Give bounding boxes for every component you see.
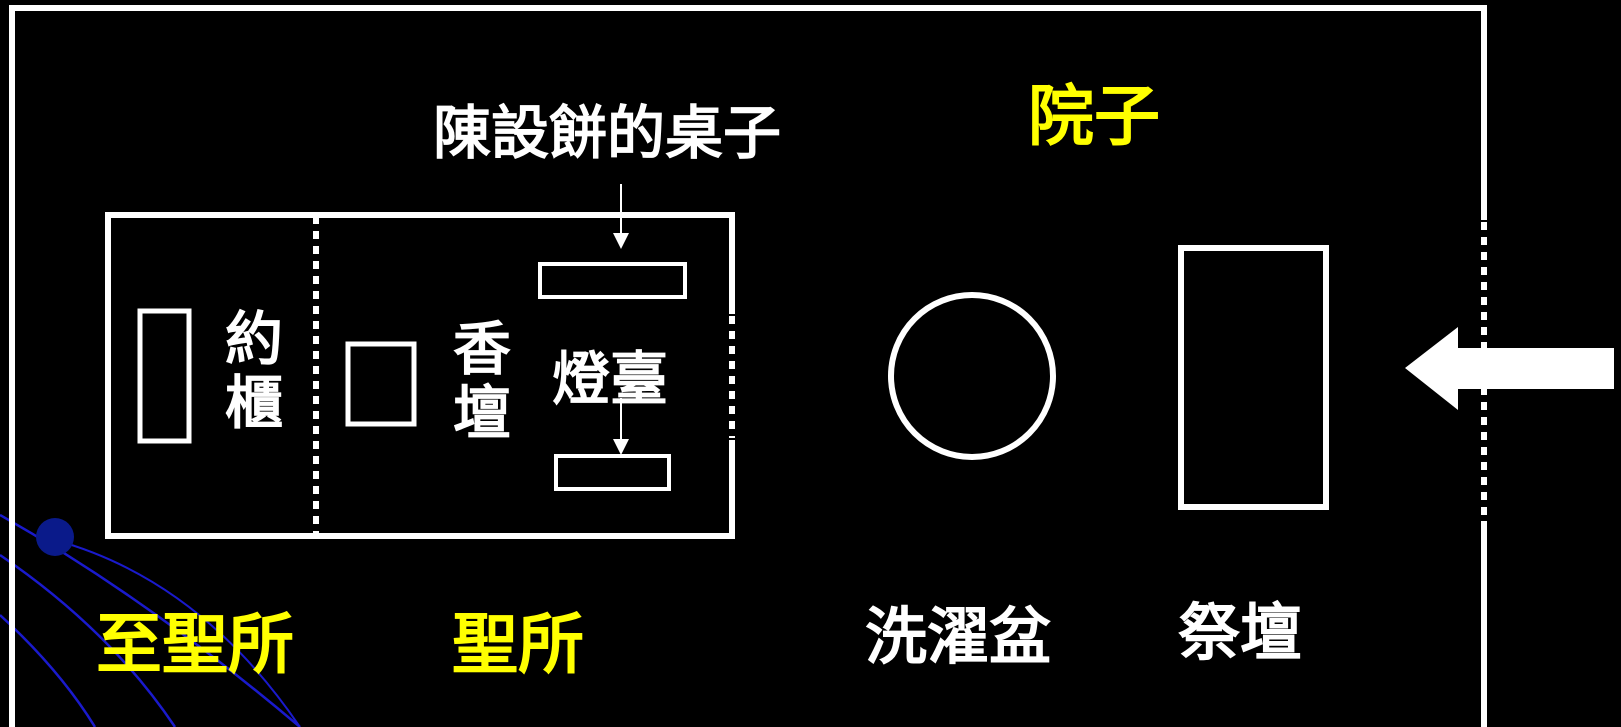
left-arrow-icon [1405, 327, 1614, 410]
tabernacle-wall [105, 212, 735, 539]
holy-place-label: 聖所 [452, 606, 584, 683]
courtyard-label: 院子 [1028, 78, 1160, 155]
pointer-arrow [613, 398, 629, 455]
laver-label: 洗濯盆 [865, 600, 1052, 673]
decorative-arc [54, 539, 301, 727]
tabernacle-building [105, 212, 735, 539]
courtyard-boundary [9, 5, 1487, 727]
table-of-showbread-label: 陳設餅的桌子 [433, 99, 782, 167]
showbread-table-shape [538, 262, 687, 299]
incense-altar-shape [345, 341, 417, 427]
ark-of-covenant-label: 約櫃 [215, 308, 283, 436]
laver-shape [888, 292, 1056, 460]
lampstand-shape [554, 454, 671, 491]
most-holy-place-label: 至聖所 [96, 606, 294, 683]
decorative-dot [36, 518, 74, 556]
lampstand-label: 燈臺 [552, 345, 669, 413]
incense-altar-label: 香壇 [443, 318, 511, 446]
altar-label: 祭壇 [1178, 596, 1303, 669]
courtyard-wall [9, 5, 1487, 727]
ark-of-covenant-shape [137, 308, 192, 444]
decorative-arc [0, 553, 177, 727]
pointer-arrow [613, 184, 629, 249]
altar-shape [1178, 245, 1329, 510]
